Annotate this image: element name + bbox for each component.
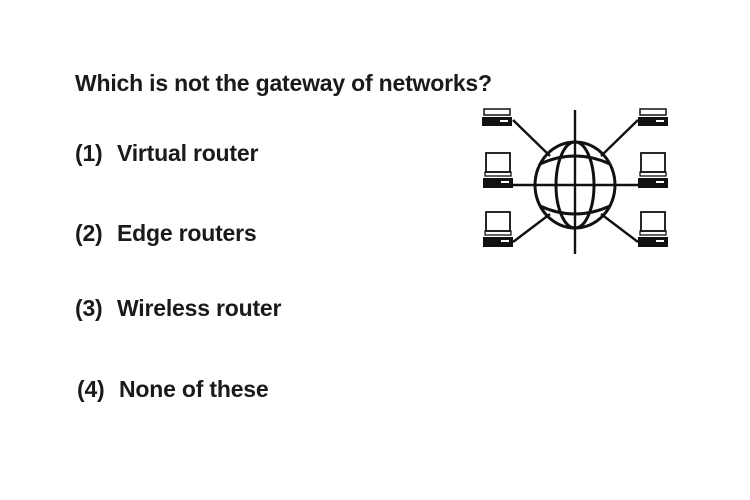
network-globe-icon bbox=[482, 108, 668, 254]
option-number: (2) bbox=[75, 220, 103, 246]
computer-icon bbox=[638, 211, 668, 247]
question-text: Which is not the gateway of networks? bbox=[75, 70, 492, 96]
link-line bbox=[600, 213, 639, 243]
option-label: Wireless router bbox=[117, 295, 282, 321]
computer-icon bbox=[638, 152, 668, 188]
option-number: (3) bbox=[75, 295, 103, 321]
computer-icon bbox=[483, 152, 513, 188]
globe-icon bbox=[533, 140, 617, 230]
link-line bbox=[600, 119, 639, 157]
option-4[interactable]: (4) None of these bbox=[77, 376, 269, 403]
option-number: (4) bbox=[77, 376, 105, 402]
computer-icon bbox=[482, 108, 512, 126]
option-2[interactable]: (2) Edge routers bbox=[75, 220, 257, 247]
option-number: (1) bbox=[75, 140, 103, 166]
link-line bbox=[512, 213, 551, 243]
computer-icon bbox=[638, 108, 668, 126]
option-label: None of these bbox=[119, 376, 269, 402]
option-label: Virtual router bbox=[117, 140, 259, 166]
link-line bbox=[512, 119, 551, 157]
computer-icon bbox=[483, 211, 513, 247]
option-label: Edge routers bbox=[117, 220, 257, 246]
option-1[interactable]: (1) Virtual router bbox=[75, 140, 258, 167]
option-3[interactable]: (3) Wireless router bbox=[75, 295, 281, 322]
